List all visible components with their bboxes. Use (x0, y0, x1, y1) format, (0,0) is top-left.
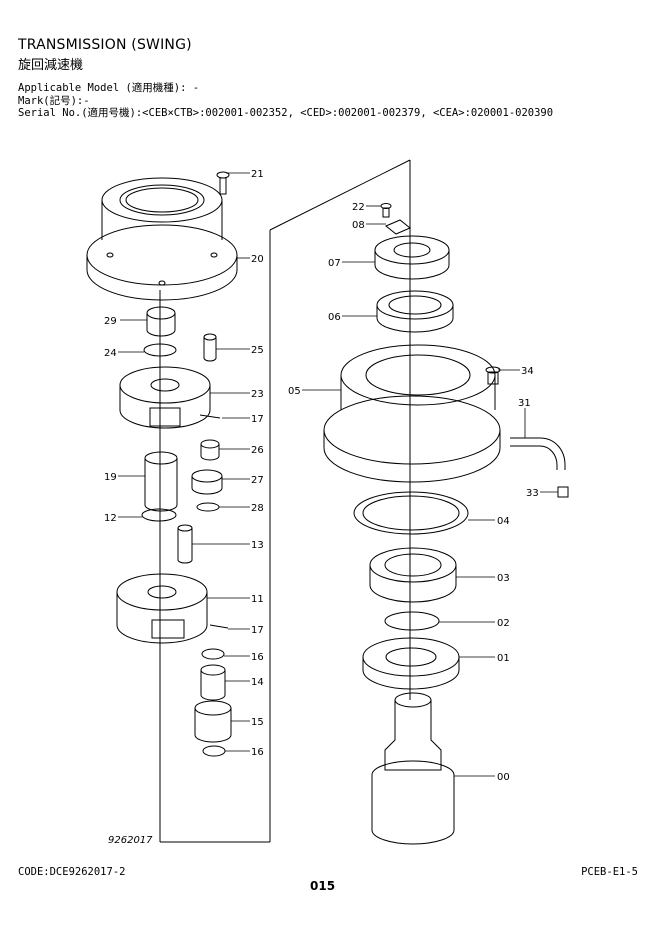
part-16-washer-lower (202, 745, 226, 757)
callout-19: 19 (104, 472, 117, 483)
callout-22: 22 (352, 202, 365, 213)
footer-code: CODE:DCE9262017-2 (18, 866, 126, 878)
part-11-carrier (116, 573, 208, 644)
callout-06: 06 (328, 312, 341, 323)
part-01-cover (362, 637, 460, 690)
callout-28: 28 (251, 503, 264, 514)
callout-17: 17 (251, 414, 264, 425)
part-17-spring-pin-lower (209, 624, 229, 629)
footer-reference: PCEB-E1-5 (581, 866, 638, 878)
applicable-model: Applicable Model (適用機種): - (18, 82, 200, 94)
part-20-ring-gear (86, 177, 238, 301)
callout-27: 27 (251, 475, 264, 486)
leader-lines (118, 172, 558, 777)
callout-11: 11 (251, 594, 264, 605)
drawing-reference: 9262017 (108, 835, 153, 846)
part-00-pinion-shaft (371, 692, 455, 845)
part-31-hose (510, 437, 566, 470)
part-24-washer (143, 343, 177, 357)
callout-16: 16 (251, 652, 264, 663)
callout-03: 03 (497, 573, 510, 584)
callout-34: 34 (521, 366, 534, 377)
part-19-shaft-gear (144, 451, 178, 512)
part-29-sun-gear (146, 306, 176, 337)
part-05-housing (323, 344, 501, 483)
mark-label: Mark(記号):- (18, 95, 90, 107)
callout-05: 05 (288, 386, 301, 397)
callout-labels: 21 20 29 24 25 23 17 26 19 27 28 12 13 1… (104, 169, 539, 846)
part-06-oil-seal (376, 290, 454, 333)
part-03-bearing (369, 547, 457, 603)
callout-21: 21 (251, 169, 264, 180)
part-07-nut (374, 235, 450, 280)
part-15-planet-gear (194, 700, 232, 743)
callout-00: 00 (497, 772, 510, 783)
part-16-washer-upper (201, 648, 225, 660)
page-title-jp: 旋回減速機 (18, 58, 84, 73)
callout-26: 26 (251, 445, 264, 456)
part-13-pin (177, 524, 193, 564)
callout-16b: 16 (251, 747, 264, 758)
callout-24: 24 (104, 348, 117, 359)
callout-23: 23 (251, 389, 264, 400)
part-17-spring-pin (199, 414, 221, 419)
part-27-planet-gear (191, 469, 223, 495)
serial-numbers: Serial No.(適用号機):<CEB×CTB>:002001-002352… (18, 107, 554, 119)
callout-01: 01 (497, 653, 510, 664)
exploded-parts-diagram: 21 20 29 24 25 23 17 26 19 27 28 12 13 1… (86, 159, 569, 846)
page-number: 015 (310, 879, 336, 893)
callout-25: 25 (251, 345, 264, 356)
part-33-fitting (557, 486, 569, 498)
callout-33: 33 (526, 488, 539, 499)
part-21-bolt (216, 171, 230, 195)
part-04-seal-ring (353, 491, 469, 535)
callout-08: 08 (352, 220, 365, 231)
callout-04: 04 (497, 516, 510, 527)
page-title: TRANSMISSION (SWING) (18, 37, 192, 53)
part-02-shim (384, 611, 440, 631)
part-12-washer (141, 508, 177, 522)
callout-17b: 17 (251, 625, 264, 636)
part-14-needle-bearing (200, 664, 226, 701)
callout-13: 13 (251, 540, 264, 551)
callout-12: 12 (104, 513, 117, 524)
callout-20: 20 (251, 254, 264, 265)
part-23-carrier (119, 366, 211, 429)
part-25-pin (203, 333, 217, 362)
part-08-lock-plate (385, 219, 411, 235)
part-22-bolt (380, 203, 392, 218)
callout-29: 29 (104, 316, 117, 327)
callout-14: 14 (251, 677, 264, 688)
assembly-frame-lines (159, 159, 411, 843)
part-26-needle-bearing (200, 439, 220, 461)
part-28-washer (196, 502, 220, 512)
callout-15: 15 (251, 717, 264, 728)
callout-02: 02 (497, 618, 510, 629)
callout-07: 07 (328, 258, 341, 269)
callout-31: 31 (518, 398, 531, 409)
